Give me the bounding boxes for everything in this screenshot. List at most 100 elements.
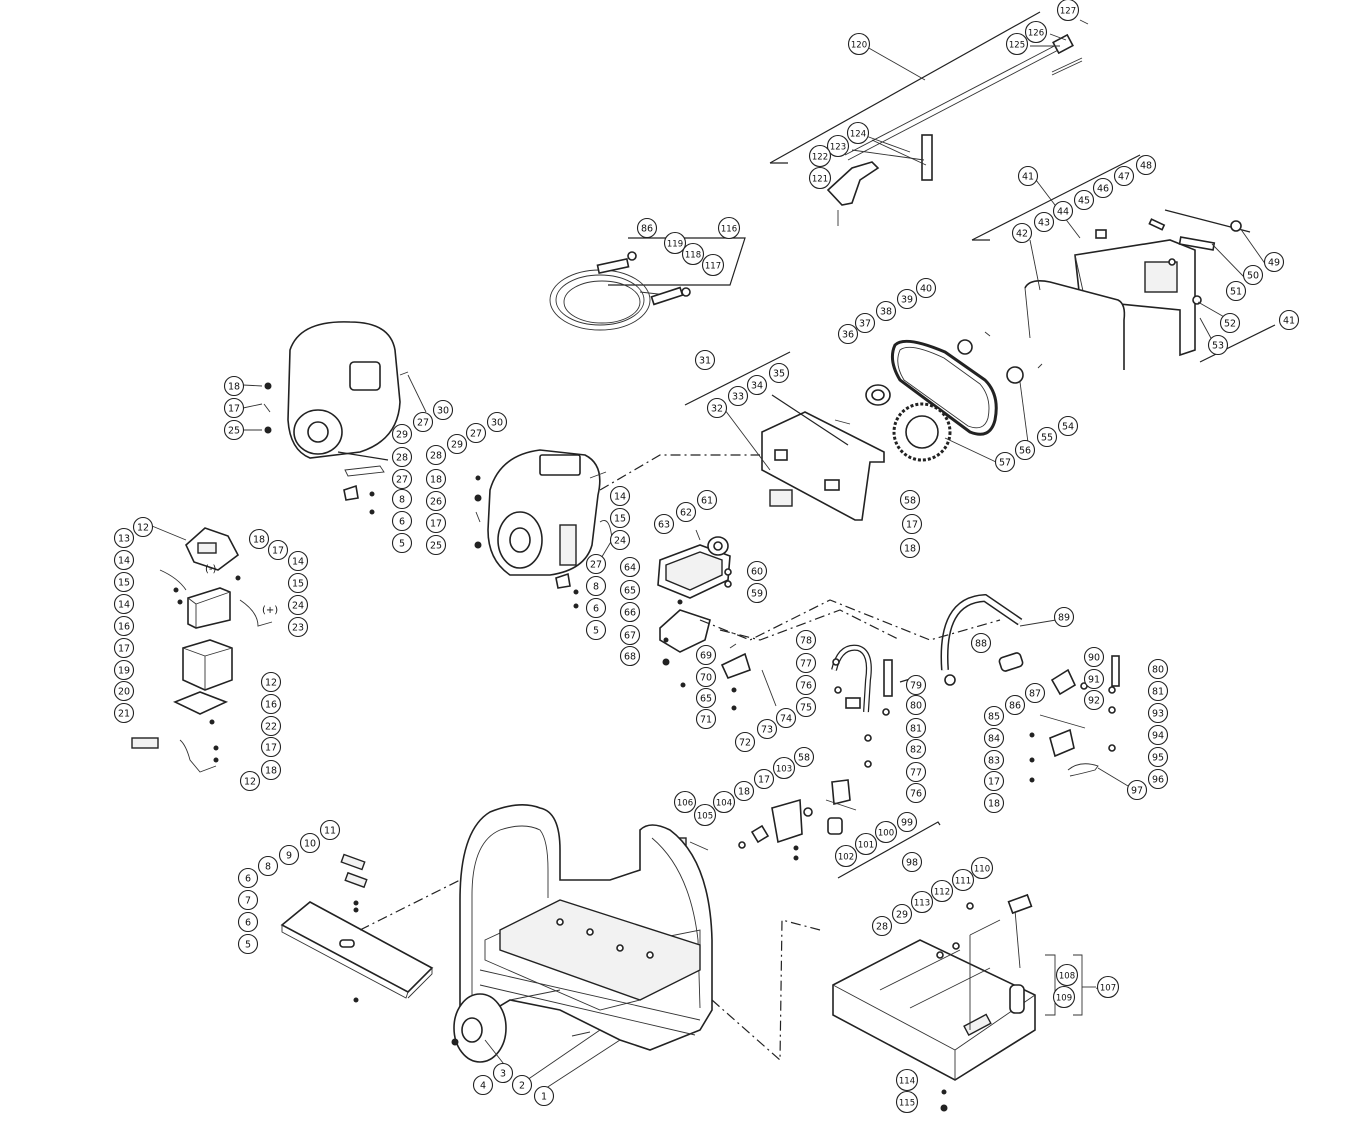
callout-number: 100 [878, 829, 894, 839]
callout-120: 120 [847, 32, 871, 56]
callout-98: 98 [901, 851, 923, 873]
callout-circle [706, 397, 728, 419]
belt-guard [684, 351, 885, 521]
callout-number: 16 [265, 700, 277, 711]
callout-number: 79 [910, 681, 922, 692]
callout-circle [1017, 165, 1039, 187]
callout-number: 15 [118, 578, 130, 589]
callout-70: 70 [695, 666, 717, 688]
callout-circle [1207, 334, 1229, 356]
callout-57: 57 [994, 451, 1016, 473]
callout-80: 80 [1147, 658, 1169, 680]
callout-circle [1147, 702, 1169, 724]
callout-93: 93 [1147, 702, 1169, 724]
callout-17: 17 [901, 513, 923, 535]
callout-14: 14 [609, 485, 631, 507]
callout-number: 59 [751, 589, 763, 600]
callout-circle [132, 516, 154, 538]
callout-number: 86 [641, 224, 653, 235]
callout-number: 95 [1152, 753, 1164, 764]
callout-58: 58 [793, 746, 815, 768]
callout-number: 114 [899, 1077, 915, 1087]
callout-circle [694, 349, 716, 371]
callout-number: 8 [399, 495, 405, 506]
callout-number: 29 [451, 440, 463, 451]
callout-45: 45 [1073, 189, 1095, 211]
callout-7: 7 [237, 889, 259, 911]
callout-number: 127 [1060, 7, 1076, 17]
callout-circle [223, 397, 245, 419]
callout-111: 111 [951, 868, 975, 892]
callout-circle [1147, 680, 1169, 702]
callout-number: 87 [1029, 689, 1041, 700]
callout-15: 15 [609, 507, 631, 529]
callout-circle [486, 411, 508, 433]
callout-circle [837, 323, 859, 345]
callout-number: 6 [593, 604, 599, 615]
callout-circle [896, 811, 918, 833]
callout-number: 52 [1224, 319, 1236, 330]
callout-number: 76 [910, 789, 922, 800]
callout-51: 51 [1225, 280, 1247, 302]
callout-number: 105 [697, 812, 713, 822]
callout-circle [910, 890, 934, 914]
callout-27: 27 [585, 553, 607, 575]
callout-number: 17 [118, 644, 130, 655]
callout-circle [768, 362, 790, 384]
control-panel-assembly [971, 154, 1276, 370]
callout-102: 102 [834, 844, 858, 868]
callout-25: 25 [425, 534, 447, 556]
callout-number: 101 [858, 841, 874, 851]
callout-76: 76 [905, 782, 927, 804]
callout-46: 46 [1092, 177, 1114, 199]
callout-circle [695, 708, 717, 730]
callout-number: 107 [1100, 984, 1116, 994]
callout-80: 80 [905, 694, 927, 716]
callout-24: 24 [609, 529, 631, 551]
callout-circle [492, 1062, 514, 1084]
callout-82: 82 [905, 738, 927, 760]
callout-number: 89 [1058, 613, 1070, 624]
callout-number: 112 [934, 888, 950, 898]
callout-number: 9 [286, 851, 292, 862]
callout-number: 109 [1056, 994, 1072, 1004]
callout-6: 6 [585, 597, 607, 619]
callout-86: 86 [1004, 694, 1026, 716]
callout-54: 54 [1057, 415, 1079, 437]
callout-circle [237, 889, 259, 911]
callout-12: 12 [260, 671, 282, 693]
callout-circle [854, 832, 878, 856]
callout-88: 88 [970, 632, 992, 654]
callout-number: 42 [1016, 229, 1028, 240]
callout-circle [854, 312, 876, 334]
callout-109: 109 [1052, 985, 1076, 1009]
callout-68: 68 [619, 645, 641, 667]
callout-5: 5 [585, 619, 607, 641]
high-pressure-hose [549, 237, 746, 331]
callout-circle [585, 575, 607, 597]
callout-circle [425, 534, 447, 556]
callout-circle [278, 844, 300, 866]
callout-103: 103 [772, 756, 796, 780]
callout-number: 5 [245, 940, 251, 951]
callout-circle [663, 231, 687, 255]
callout-circle [905, 674, 927, 696]
callout-97: 97 [1126, 779, 1148, 801]
callout-circle [113, 637, 135, 659]
callout-circle [1147, 746, 1169, 768]
fuel-tank-assembly [832, 893, 1096, 1112]
callout-number: 12 [244, 777, 256, 788]
callout-circle [239, 770, 261, 792]
callout-circle [847, 32, 871, 56]
callout-115: 115 [895, 1090, 919, 1114]
callout-circle [905, 782, 927, 804]
callout-47: 47 [1113, 165, 1135, 187]
callout-72: 72 [734, 731, 756, 753]
callout-circle [1052, 200, 1074, 222]
callout-127: 127 [1056, 0, 1080, 22]
callout-number: 41 [1283, 316, 1295, 327]
callout-number: 68 [624, 652, 636, 663]
callout-circle [511, 1074, 533, 1096]
callout-number: 14 [614, 492, 626, 503]
callout-number: 12 [265, 678, 277, 689]
